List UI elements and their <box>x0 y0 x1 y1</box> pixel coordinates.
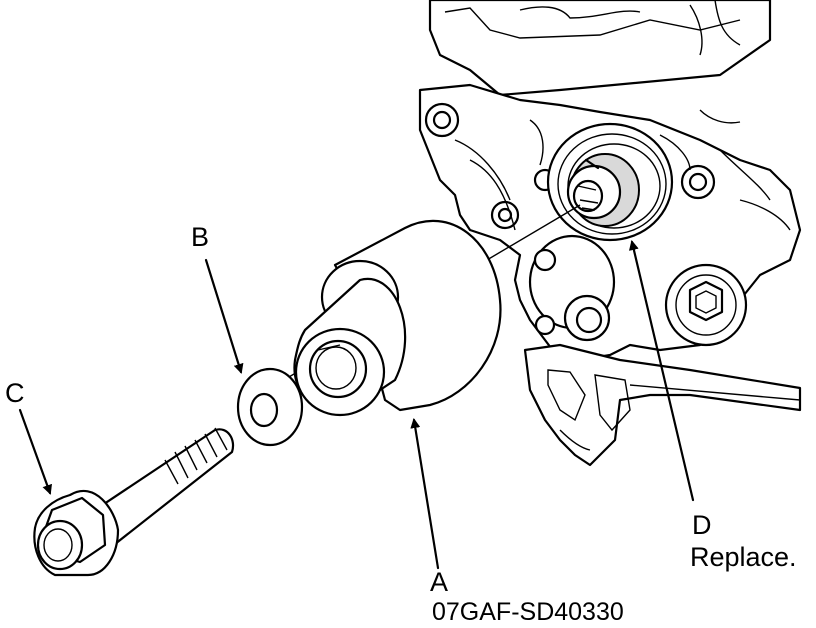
callout-d-note: Replace. <box>690 542 797 572</box>
leader-arrow-c <box>18 408 52 495</box>
flange-bolt <box>33 427 235 577</box>
callout-a-part-number: 07GAF-SD40330 <box>432 598 624 626</box>
washer <box>236 367 304 447</box>
leader-arrow-a <box>410 418 440 570</box>
leader-arrow-b <box>204 258 244 374</box>
callout-c-letter: C <box>5 378 25 408</box>
engine-housing <box>418 0 802 467</box>
installer-tool <box>293 219 502 417</box>
leader-arrow-d <box>628 240 695 502</box>
callout-b-letter: B <box>191 222 209 252</box>
callout-a-letter: A <box>430 567 448 597</box>
callout-d-letter: D <box>692 510 712 540</box>
